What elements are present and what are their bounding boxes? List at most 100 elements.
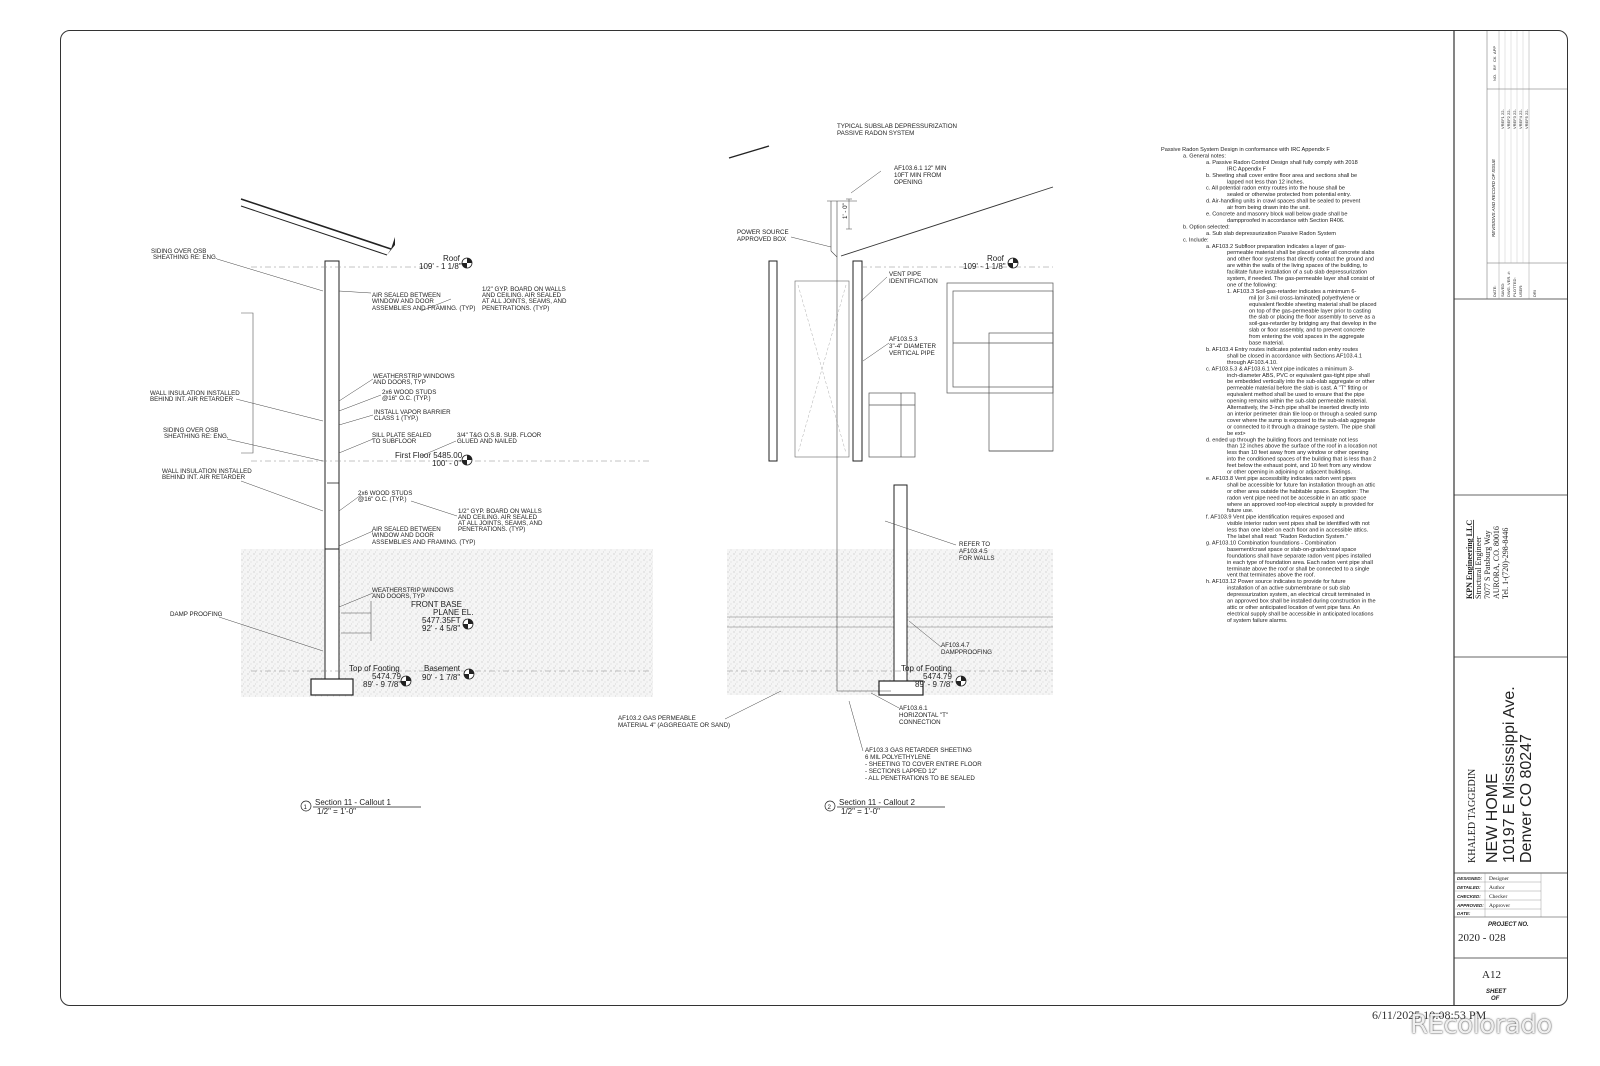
recolorado-watermark: REcolorado	[1410, 1010, 1552, 1040]
note-studs: 2x6 WOOD STUDS	[382, 389, 436, 396]
note-line: on top of the gas-permeable layer prior …	[1249, 308, 1371, 314]
note-line: a. Passive Radon Control Design shall fu…	[1206, 160, 1358, 166]
note-line: of system failure alarms.	[1227, 618, 1288, 624]
note-line: equivalent flexible sheeting material sh…	[1249, 302, 1377, 308]
section-1-foundation-wall	[324, 548, 340, 680]
note-siding-upper-2: SHEATHING RE: ENG.	[153, 254, 218, 261]
note-af1033-4: - SECTIONS LAPPED 12"	[865, 768, 937, 775]
level-first-floor-name: First Floor 5485.00	[395, 451, 463, 460]
note-siding-lower-2: SHEATHING RE: ENG.	[164, 433, 229, 440]
note-power-source-2: APPROVED BOX	[737, 236, 786, 243]
rev-row-3: VREF3 22-	[1512, 109, 1517, 129]
level-front-base: FRONT BASE	[411, 600, 462, 609]
project-info: KHALED TAGGEDIN NEW HOME 10197 E Mississ…	[1454, 686, 1567, 874]
note-line: permeable material before the slab is ca…	[1227, 386, 1368, 392]
note-air-sealed-lower: AIR SEALED BETWEEN	[372, 526, 441, 533]
note-af1036-min-3: OPENING	[894, 179, 923, 186]
note-line: 1. AF103.3 Soil-gas-retarder indicates a…	[1227, 289, 1356, 295]
section-2-right-wall	[852, 260, 863, 462]
level-roof-name: Roof	[987, 254, 1005, 263]
note-line: less than one label on each floor and in…	[1227, 528, 1369, 534]
level-basement-name: Basement	[424, 664, 461, 673]
note-af1033-2: 6 MIL POLYETHYLENE	[865, 754, 931, 761]
info-version-label: DWG. VER. #:	[1506, 271, 1511, 297]
sheet-info: PROJECT NO. 2020 - 028 A12 SHEET OF	[1454, 922, 1567, 1002]
note-siding-lower: SIDING OVER OSB	[163, 427, 218, 434]
note-line: future use.	[1227, 508, 1254, 514]
note-line: d. Air-handling units in crawl spaces sh…	[1206, 199, 1361, 205]
note-line: sealed or otherwise protected from poten…	[1227, 192, 1351, 198]
level-top-of-footing-elev: 89' - 9 7/8"	[363, 680, 401, 689]
level-top-of-footing-1: 5474.79	[923, 672, 952, 681]
section-2-labels: TYPICAL SUBSLAB DEPRESSURIZATION PASSIVE…	[618, 123, 995, 782]
role-approved-label: APPROVED:	[1456, 903, 1484, 908]
level-target-icon	[462, 618, 474, 630]
note-studs-2: @16" O.C. (TYP.)	[382, 395, 431, 402]
note-gyp-2: AND CEILING. AIR SEALED	[482, 292, 562, 299]
section-2-roof-line	[840, 186, 1054, 257]
note-line: radon vent pipe need not be accessible i…	[1227, 495, 1366, 501]
note-af1036-min: AF103.6.1 12" MIN	[894, 165, 946, 172]
note-line: be ext>	[1227, 431, 1246, 437]
note-line: vent that terminates above the roof.	[1227, 573, 1315, 579]
note-line: or other opening in adjoining or adjacen…	[1227, 470, 1352, 476]
level-roof-name: Roof	[443, 254, 461, 263]
note-wall-insulation-lower: WALL INSULATION INSTALLED	[162, 468, 252, 475]
revisions-header: REVISIONS AND RECORD OF ISSUE	[1491, 158, 1496, 237]
note-vapor-barrier-2: CLASS 1 (TYP.)	[374, 415, 418, 422]
rev-row-4: VREF4 22-	[1518, 109, 1523, 129]
note-line: shall be accessible for future fan insta…	[1227, 482, 1376, 488]
note-air-sealed-lower-3: ASSEMBLIES AND FRAMING. (TYP)	[372, 539, 476, 546]
note-line: Alternatively, the 3-inch pipe shall be …	[1227, 405, 1369, 411]
engineer-city: AURORA, CO. 80016	[1492, 526, 1501, 599]
note-line: facilitate future installation of a sub …	[1227, 270, 1367, 276]
note-line: depressurization system, an electrical c…	[1227, 592, 1370, 598]
section-1-detail: SIDING OVER OSB SHEATHING RE: ENG. AIR S…	[150, 198, 653, 816]
note-tg-subfloor: 3/4" T&G O.S.B. SUB. FLOOR	[457, 432, 542, 439]
note-gyp-lower: 1/2" GYP. BOARD ON WALLS	[458, 508, 542, 515]
project-address: 10197 E Mississippi Ave.	[1501, 686, 1518, 863]
section-2-soil	[727, 549, 1053, 695]
section-1-soil	[241, 549, 653, 697]
level-front-base-3: 5477.35FT	[422, 616, 461, 625]
note-line: b. Option selected:	[1183, 224, 1230, 230]
note-line: a. AF103.2 Subfloor preparation indicate…	[1206, 244, 1346, 250]
note-line: slab or floor assembly, and to prevent c…	[1249, 328, 1365, 334]
drawing-canvas: SIDING OVER OSB SHEATHING RE: ENG. AIR S…	[150, 31, 1567, 1005]
callout-scale: 1/2" = 1'-0"	[317, 807, 356, 816]
note-line: IRC Appendix F	[1227, 166, 1267, 172]
note-wall-insulation: WALL INSULATION INSTALLED	[150, 390, 240, 397]
section-1-callout: 1 Section 11 - Callout 1 1/2" = 1'-0"	[300, 798, 421, 816]
drawing-sheet: SIDING OVER OSB SHEATHING RE: ENG. AIR S…	[60, 30, 1568, 1006]
roles-table: DESIGNED: Designer DETAILED: Author CHEC…	[1454, 873, 1567, 918]
level-target-icon	[463, 668, 475, 680]
callout-title: Section 11 - Callout 1	[315, 798, 391, 807]
note-line: c. AF103.5.3 & AF103.6.1 Vent pipe indic…	[1206, 366, 1354, 372]
note-af1032: AF103.2 GAS PERMEABLE	[618, 715, 696, 722]
level-first-floor-elev: 100' - 0"	[432, 459, 461, 468]
note-line: an approved box shall be installed durin…	[1227, 599, 1376, 605]
note-line: air from being drawn into the unit.	[1227, 205, 1310, 211]
section-1-wall	[324, 260, 340, 552]
note-gyp-lower-4: PENETRATIONS. (TYP)	[458, 526, 525, 533]
note-line: equivalent method shall be used to ensur…	[1227, 392, 1364, 398]
note-line: dampproofed in accordance with Section R…	[1227, 218, 1345, 224]
note-line: in each type of foundation area. Each ra…	[1227, 560, 1373, 566]
info-saved-label: SAVED:	[1500, 283, 1505, 297]
note-gyp: 1/2" GYP. BOARD ON WALLS	[482, 286, 566, 293]
info-dri: DRI	[1532, 290, 1537, 297]
note-line: b. Sheeting shall cover entire floor are…	[1206, 173, 1357, 179]
project-name: NEW HOME	[1484, 773, 1501, 863]
note-line: less than 10 feet away from any window o…	[1227, 450, 1368, 456]
note-af10347-2: DAMPPROOFING	[941, 649, 992, 656]
level-front-base-elev: 92' - 4 5/8"	[422, 624, 460, 633]
section-2-interior-outline	[868, 282, 1054, 458]
note-af10353-2: 3"-4" DIAMETER	[889, 343, 937, 350]
note-sill-plate: SILL PLATE SEALED	[372, 432, 432, 439]
note-af10353: AF103.5.3	[889, 336, 918, 343]
note-line: visible interior radon vent pipes shall …	[1227, 521, 1370, 527]
note-refer-to-2: AF103.4.5	[959, 548, 988, 555]
callout-number-bubble	[824, 800, 836, 812]
level-top-of-footing-name: Top of Footing	[901, 664, 952, 673]
note-af10361: AF103.6.1	[899, 705, 928, 712]
